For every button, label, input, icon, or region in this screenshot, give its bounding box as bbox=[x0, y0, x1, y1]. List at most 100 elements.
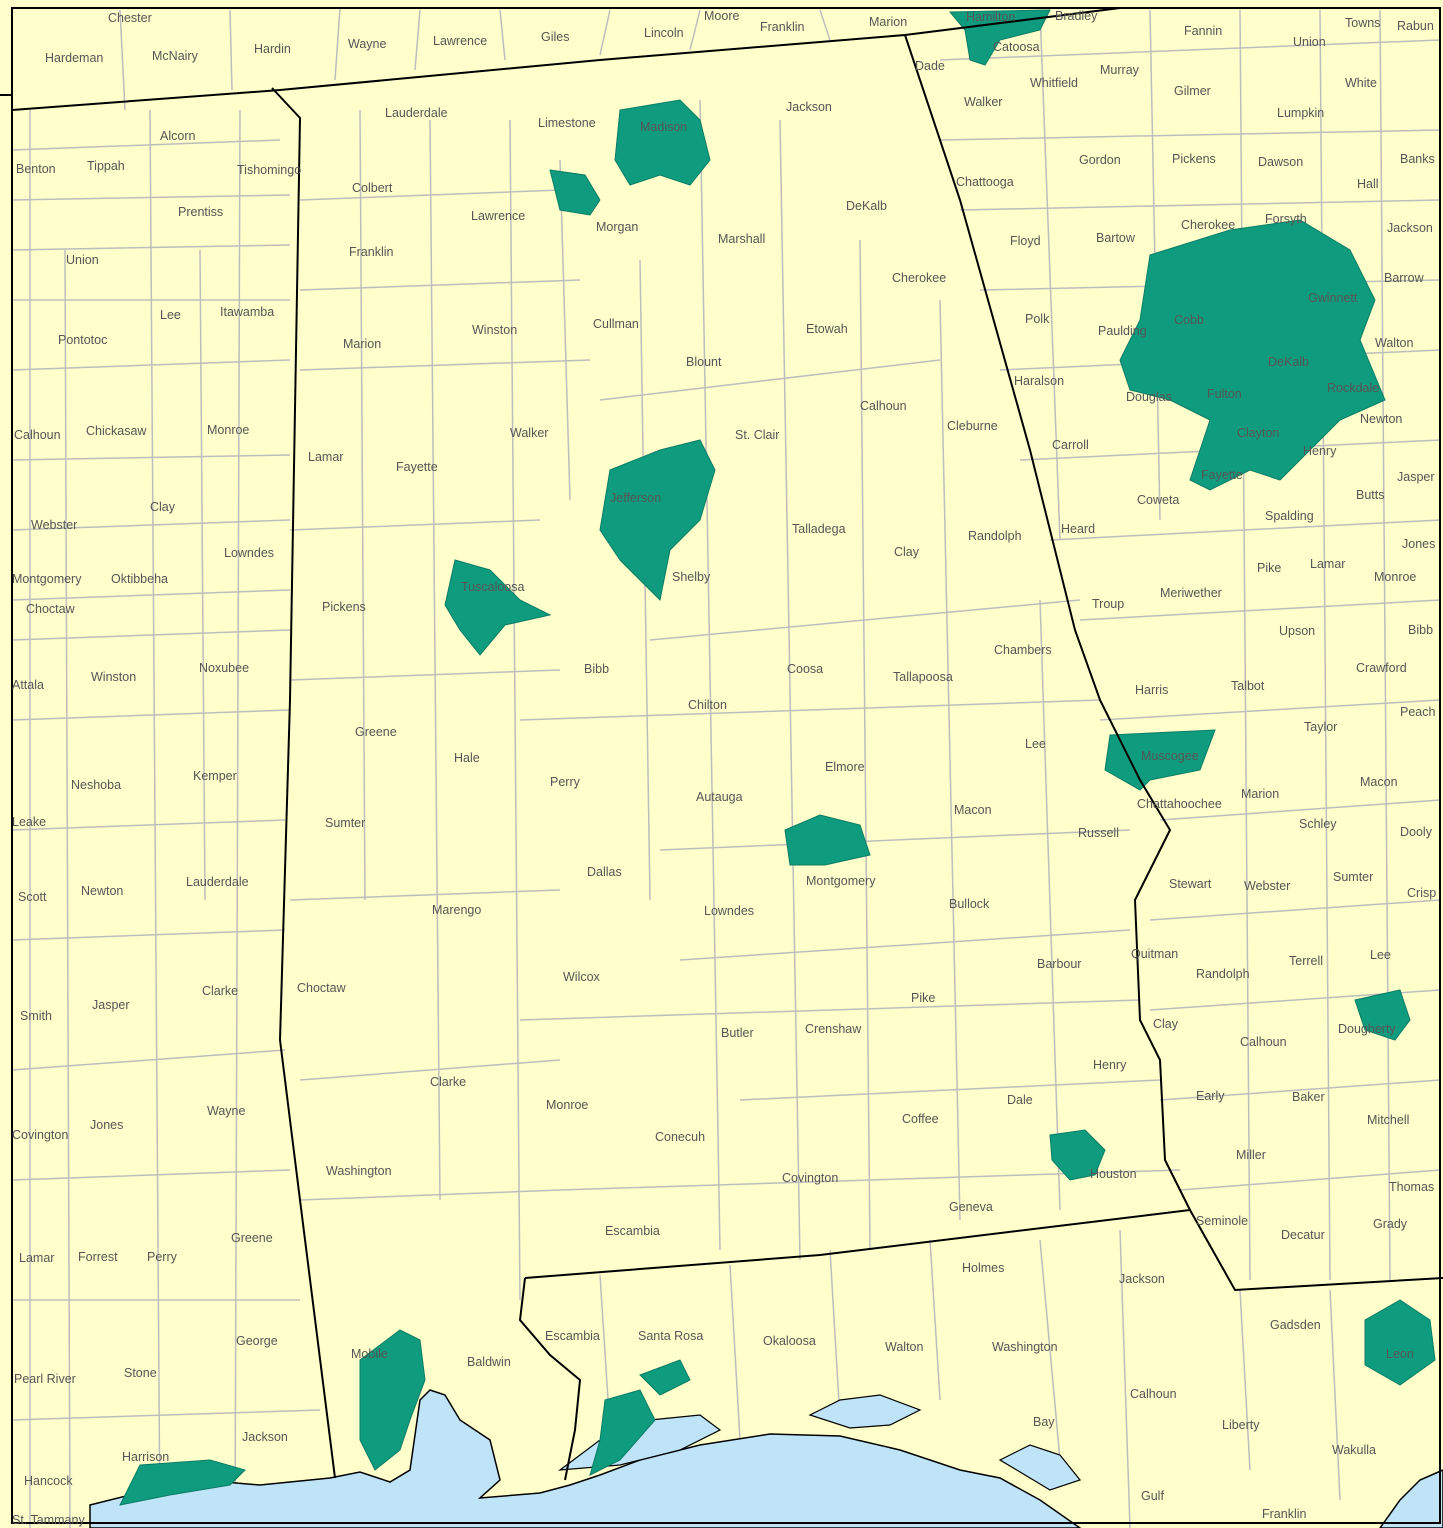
label-ga-mitchell: Mitchell bbox=[1367, 1113, 1409, 1127]
label-ga-jackson: Jackson bbox=[1387, 221, 1433, 235]
label-fl-holmes: Holmes bbox=[962, 1261, 1004, 1275]
label-ms-oktibbeha: Oktibbeha bbox=[111, 572, 168, 586]
label-ms-monroe: Monroe bbox=[207, 423, 249, 437]
label-ga-meriwether: Meriwether bbox=[1160, 586, 1222, 600]
al-ga-border bbox=[904, 34, 1443, 1292]
label-ga-macon: Macon bbox=[1360, 775, 1398, 789]
label-ga-butts: Butts bbox=[1356, 488, 1385, 502]
label-fl-bay: Bay bbox=[1033, 1415, 1055, 1429]
label-ga-quitman: Quitman bbox=[1131, 947, 1178, 961]
label-ga-white: White bbox=[1345, 76, 1377, 90]
label-ga-henry: Henry bbox=[1303, 444, 1337, 458]
label-ga-monroe: Monroe bbox=[1374, 570, 1416, 584]
label-al-marengo: Marengo bbox=[432, 903, 481, 917]
label-ga-randolph: Randolph bbox=[1196, 967, 1250, 981]
label-ga-clayton: Clayton bbox=[1237, 426, 1279, 440]
label-ms-clay: Clay bbox=[150, 500, 176, 514]
label-fl-leon: Leon bbox=[1386, 1347, 1414, 1361]
label-tn-marion: Marion bbox=[869, 15, 907, 29]
label-ga-dooly: Dooly bbox=[1400, 825, 1433, 839]
label-ms-choctaw: Choctaw bbox=[26, 602, 76, 616]
label-tn-bradley: Bradley bbox=[1055, 9, 1098, 23]
label-fl-liberty: Liberty bbox=[1222, 1418, 1260, 1432]
label-ga-crisp: Crisp bbox=[1407, 886, 1436, 900]
label-ga-thomas: Thomas bbox=[1389, 1180, 1434, 1194]
label-ms-lauderdale: Lauderdale bbox=[186, 875, 249, 889]
al-fl-border bbox=[524, 1209, 1191, 1279]
tn-south-border bbox=[11, 7, 1121, 111]
label-ms-scott: Scott bbox=[18, 890, 47, 904]
urban-columbus bbox=[1104, 729, 1216, 791]
label-al-franklin: Franklin bbox=[349, 245, 394, 259]
label-ga-pike: Pike bbox=[1257, 561, 1281, 575]
label-al-lamar: Lamar bbox=[308, 450, 343, 464]
label-al-lauderdale: Lauderdale bbox=[385, 106, 448, 120]
label-ms-montgomery: Montgomery bbox=[12, 572, 82, 586]
label-al-hale: Hale bbox=[454, 751, 480, 765]
label-al-fayette: Fayette bbox=[396, 460, 438, 474]
label-al-coffee: Coffee bbox=[902, 1112, 939, 1126]
label-al-wilcox: Wilcox bbox=[563, 970, 601, 984]
label-ga-fannin: Fannin bbox=[1184, 24, 1222, 38]
label-ms-lowndes: Lowndes bbox=[224, 546, 274, 560]
label-ms-union: Union bbox=[66, 253, 99, 267]
label-ms-kemper: Kemper bbox=[193, 769, 237, 783]
label-al-lawrence: Lawrence bbox=[471, 209, 525, 223]
label-al-pickens: Pickens bbox=[322, 600, 366, 614]
label-ms-alcorn: Alcorn bbox=[160, 129, 195, 143]
label-ga-grady: Grady bbox=[1373, 1217, 1408, 1231]
label-ms-st-tammany: St. Tammany bbox=[12, 1513, 85, 1527]
label-ga-peach: Peach bbox=[1400, 705, 1435, 719]
label-ms-clarke: Clarke bbox=[202, 984, 238, 998]
label-ga-dekalb: DeKalb bbox=[1268, 355, 1309, 369]
label-al-dallas: Dallas bbox=[587, 865, 622, 879]
label-al-calhoun: Calhoun bbox=[860, 399, 907, 413]
label-ga-troup: Troup bbox=[1092, 597, 1124, 611]
label-ga-heard: Heard bbox=[1061, 522, 1095, 536]
label-ga-rockdale: Rockdale bbox=[1327, 381, 1379, 395]
map-frame bbox=[11, 7, 1441, 1524]
label-al-chilton: Chilton bbox=[688, 698, 727, 712]
label-fl-okaloosa: Okaloosa bbox=[763, 1334, 816, 1348]
label-al-geneva: Geneva bbox=[949, 1200, 993, 1214]
label-al-jefferson: Jefferson bbox=[610, 491, 661, 505]
ms-al-border bbox=[271, 87, 336, 1479]
label-ms-noxubee: Noxubee bbox=[199, 661, 249, 675]
label-ga-hall: Hall bbox=[1357, 177, 1379, 191]
label-ga-talbot: Talbot bbox=[1231, 679, 1265, 693]
label-al-limestone: Limestone bbox=[538, 116, 596, 130]
label-tn-giles: Giles bbox=[541, 30, 569, 44]
label-ms-harrison: Harrison bbox=[122, 1450, 169, 1464]
label-al-bullock: Bullock bbox=[949, 897, 990, 911]
label-al-mobile: Mobile bbox=[351, 1347, 388, 1361]
label-fl-walton: Walton bbox=[885, 1340, 923, 1354]
label-al-escambia: Escambia bbox=[605, 1224, 660, 1238]
label-ga-walton: Walton bbox=[1375, 336, 1413, 350]
label-tn-lincoln: Lincoln bbox=[644, 26, 684, 40]
label-ms-webster: Webster bbox=[31, 518, 77, 532]
urban-areas bbox=[119, 9, 1436, 1506]
label-ms-stone: Stone bbox=[124, 1366, 157, 1380]
label-ga-taylor: Taylor bbox=[1304, 720, 1337, 734]
label-al-greene: Greene bbox=[355, 725, 397, 739]
label-ms-benton: Benton bbox=[16, 162, 56, 176]
label-ms-chickasaw: Chickasaw bbox=[86, 424, 147, 438]
label-ga-upson: Upson bbox=[1279, 624, 1315, 638]
label-ms-lee: Lee bbox=[160, 308, 181, 322]
label-ga-union: Union bbox=[1293, 35, 1326, 49]
label-al-cleburne: Cleburne bbox=[947, 419, 998, 433]
label-al-houston: Houston bbox=[1090, 1167, 1137, 1181]
label-al-sumter: Sumter bbox=[325, 816, 365, 830]
urban-birmingham bbox=[599, 439, 716, 602]
label-al-morgan: Morgan bbox=[596, 220, 638, 234]
label-al-monroe: Monroe bbox=[546, 1098, 588, 1112]
label-ga-webster: Webster bbox=[1244, 879, 1290, 893]
label-al-bibb: Bibb bbox=[584, 662, 609, 676]
label-ms-tishomingo: Tishomingo bbox=[237, 163, 301, 177]
label-tn-wayne: Wayne bbox=[348, 37, 386, 51]
label-tn-chester: Chester bbox=[108, 11, 152, 25]
label-ms-greene: Greene bbox=[231, 1231, 273, 1245]
urban-gulfport bbox=[119, 1459, 246, 1506]
label-fl-gadsden: Gadsden bbox=[1270, 1318, 1321, 1332]
label-ga-towns: Towns bbox=[1345, 16, 1380, 30]
